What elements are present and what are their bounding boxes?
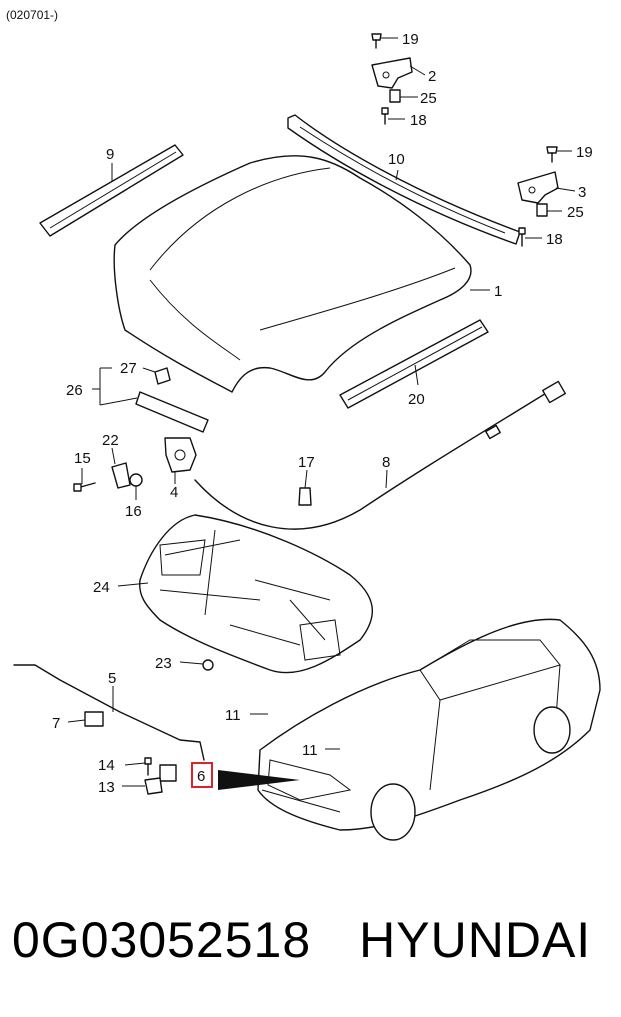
location-arrow	[218, 770, 300, 790]
leader-lines	[67, 37, 576, 787]
hood-seal-right	[339, 319, 489, 409]
callout-18a: 18	[410, 112, 427, 129]
callout-22: 22	[102, 432, 119, 449]
hood-panel	[113, 155, 472, 393]
callout-17: 17	[298, 454, 315, 471]
callout-19b: 19	[576, 144, 593, 161]
callout-15: 15	[74, 450, 91, 467]
hood-insulator	[138, 514, 374, 674]
hood-release-cable	[194, 380, 566, 530]
callout-20: 20	[408, 391, 425, 408]
car-outline	[257, 618, 601, 841]
part-caption: 0G03052518 HYUNDAI	[12, 900, 612, 980]
hood-hinge-left	[371, 57, 413, 89]
callout-9: 9	[106, 146, 114, 163]
diagram-code: (020701-)	[6, 8, 58, 22]
callout-3: 3	[578, 184, 586, 201]
callout-4: 4	[170, 484, 178, 501]
callout-16: 16	[125, 503, 142, 520]
hinge-hardware	[371, 33, 558, 247]
callout-25a: 25	[420, 90, 437, 107]
callout-24: 24	[93, 579, 110, 596]
callout-6-highlighted: 6	[197, 768, 205, 785]
callout-27: 27	[120, 360, 137, 377]
callout-19a: 19	[402, 31, 419, 48]
callout-25b: 25	[567, 204, 584, 221]
hood-latch	[73, 367, 209, 492]
callout-7: 7	[52, 715, 60, 732]
callout-13: 13	[98, 779, 115, 796]
parts-diagram: (020701-)	[6, 8, 601, 841]
callout-11a: 11	[225, 707, 241, 724]
highlight-box	[191, 762, 213, 788]
callout-10: 10	[388, 151, 405, 168]
callout-26: 26	[66, 382, 83, 399]
callout-1: 1	[494, 283, 502, 300]
hood-hinge-right	[517, 171, 559, 204]
brand-name: HYUNDAI	[359, 912, 592, 968]
callout-11b: 11	[302, 742, 318, 759]
callout-5: 5	[108, 670, 116, 687]
callout-labels: 19 2 25 18 9 10 19 3 25 18 1 27 26 20 22…	[52, 31, 593, 796]
callout-14: 14	[98, 757, 115, 774]
part-number: 0G03052518	[12, 912, 312, 968]
callout-8: 8	[382, 454, 390, 471]
callout-2: 2	[428, 68, 436, 85]
hood-seal-left	[39, 144, 184, 237]
callout-18b: 18	[546, 231, 563, 248]
hood-seal-front	[287, 114, 521, 245]
callout-23: 23	[155, 655, 172, 672]
hood-stay-rod	[13, 664, 205, 795]
